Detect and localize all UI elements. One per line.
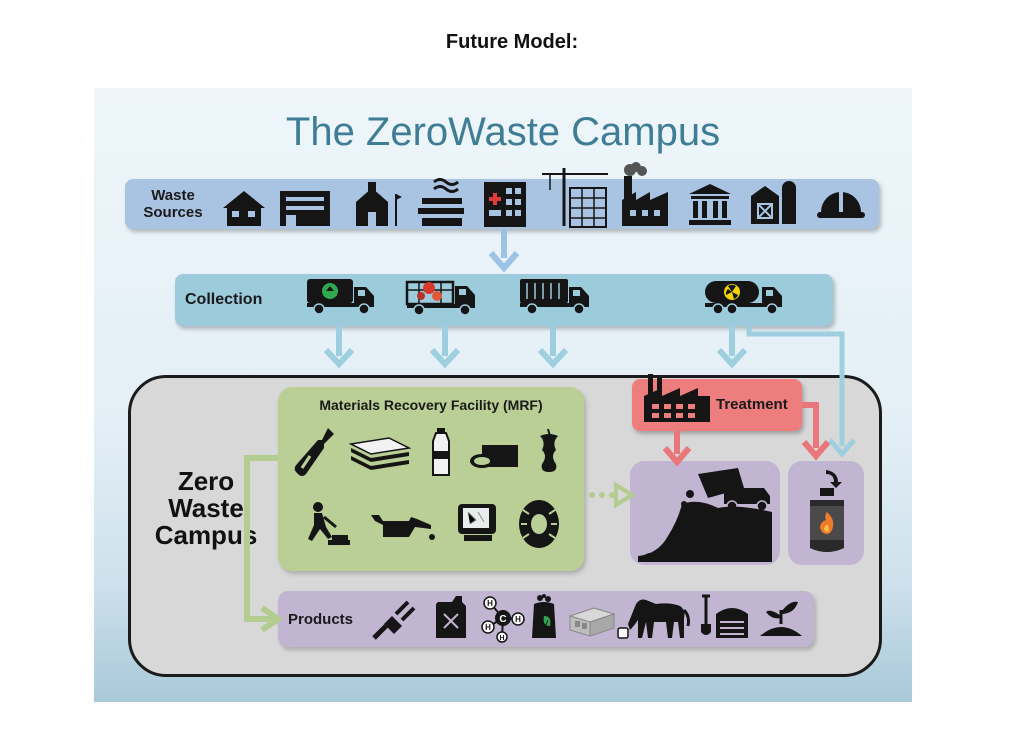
plastic-bottle-icon	[432, 428, 450, 476]
arrow-collection-to-incinerator	[746, 326, 856, 458]
flow-arrows	[244, 229, 856, 633]
house-icon	[223, 191, 265, 226]
apple-core-icon	[540, 428, 558, 472]
collection-label: Collection	[185, 291, 263, 308]
electric-plug-icon	[372, 600, 416, 640]
bottle-icon	[294, 428, 334, 476]
compost-shovel-icon	[701, 594, 748, 638]
hard-hat-icon	[817, 192, 865, 218]
hydrogen-atom-label: H	[485, 623, 491, 632]
garbage-truck-icon	[520, 279, 589, 315]
hydrogen-atom-label: H	[487, 599, 493, 608]
arrows-treatment	[662, 402, 831, 467]
zero-waste-campus-diagram: The ZeroWaste Campus Waste Sources	[94, 88, 912, 702]
oil-can-icon	[371, 515, 435, 540]
campus-label: Zero Waste Campus	[154, 466, 258, 550]
metal-can-icon	[470, 445, 518, 468]
farm-barn-icon	[751, 181, 796, 224]
methane-molecule-icon: C H H H H	[481, 596, 525, 643]
industrial-plant-icon	[418, 178, 464, 226]
apartment-building-icon	[280, 191, 330, 226]
fuel-can-icon	[436, 596, 466, 638]
government-building-icon	[689, 184, 731, 225]
products-label: Products	[288, 611, 354, 628]
hospital-icon	[484, 182, 526, 227]
dump-truck-icon	[638, 468, 772, 562]
treatment-label: Treatment	[716, 396, 788, 413]
recycling-truck-icon	[307, 279, 374, 315]
horse-feed-icon	[617, 599, 690, 639]
arrows-collection-down	[323, 326, 748, 369]
tire-icon	[519, 500, 559, 548]
factory-icon	[622, 162, 668, 226]
school-icon	[356, 182, 402, 226]
waste-sources-label: Waste Sources	[143, 187, 203, 221]
plant-sprout-icon	[760, 601, 802, 636]
hydrogen-atom-label: H	[515, 615, 521, 624]
electronics-icon	[458, 504, 496, 541]
page-heading: Future Model:	[445, 31, 579, 53]
paper-stack-icon	[349, 437, 411, 470]
cinder-block-icon	[568, 607, 616, 637]
arrow-mrf-to-products	[244, 455, 284, 633]
carbon-atom-label: C	[499, 614, 506, 625]
mrf-label: Materials Recovery Facility (MRF)	[319, 397, 543, 413]
incinerator-icon	[810, 470, 844, 552]
scrap-metal-truck-icon	[405, 280, 475, 316]
construction-crane-icon	[542, 168, 608, 228]
hazardous-waste-tanker-icon	[705, 281, 782, 315]
diagram-title: The ZeroWaste Campus	[285, 110, 721, 154]
arrow-head	[488, 251, 520, 273]
treatment-factory-icon	[644, 374, 710, 422]
hydrogen-atom-label: H	[499, 635, 504, 642]
construction-debris-icon	[308, 502, 350, 545]
arrow-mrf-to-landfill	[589, 481, 636, 509]
fertilizer-bag-icon	[532, 594, 556, 638]
